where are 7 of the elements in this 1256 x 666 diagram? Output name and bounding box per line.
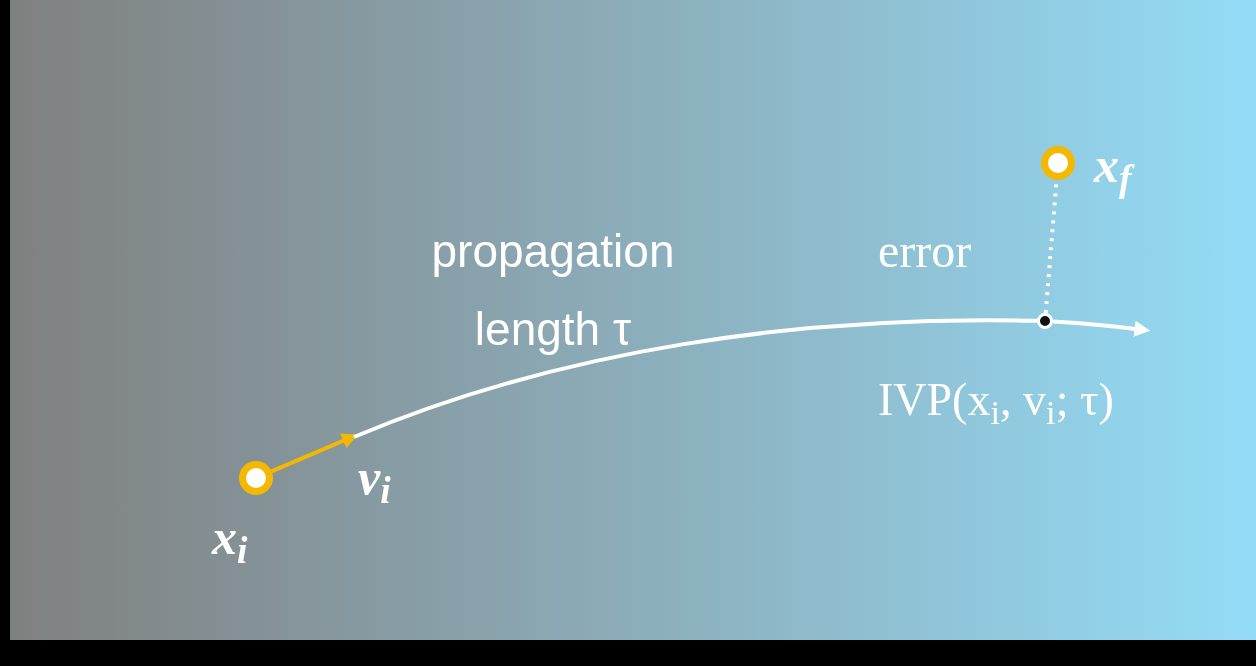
expression-label: IVP(x$_{i}$, v$_{i}$; τ)	[878, 373, 1115, 433]
edge-label: v$_{i}$	[358, 448, 392, 514]
edge-label: error	[878, 223, 973, 279]
arrow	[1052, 319, 1151, 337]
edge-label: propagation length τ	[430, 224, 676, 357]
point-label: x$_{i}$	[212, 508, 249, 574]
point-label: x$_{f}$	[1094, 128, 1194, 203]
